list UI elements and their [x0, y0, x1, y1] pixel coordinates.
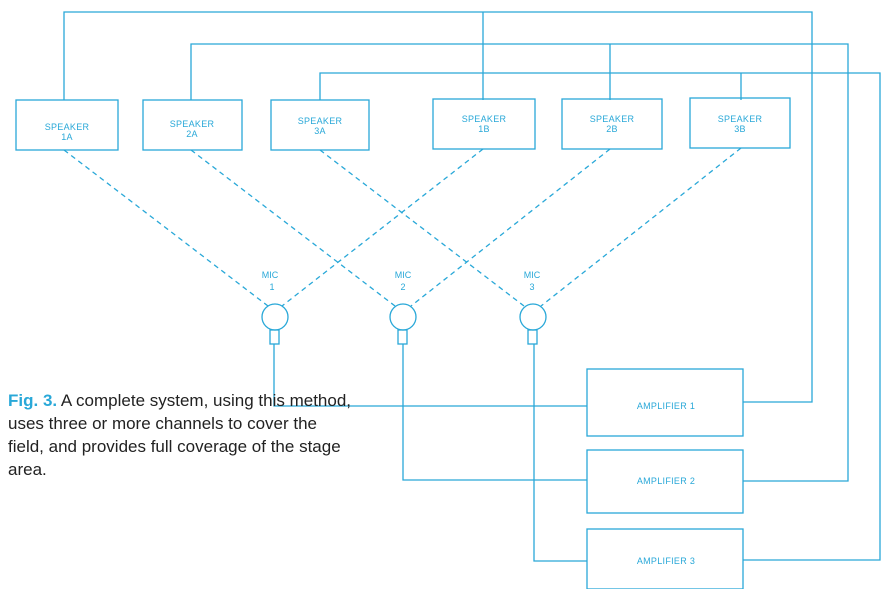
speaker-box-2b [561, 98, 663, 150]
speaker-box-1b [432, 98, 536, 150]
mic-2-label-line2: 2 [400, 282, 405, 292]
feed-line-amp3 [319, 72, 881, 561]
amplifier-1-label: AMPLIFIER 1 [637, 401, 695, 411]
mic-3-icon [519, 303, 547, 345]
mic2-to-amp2-line [402, 344, 587, 481]
speaker-3b-label-line2: 3B [734, 124, 746, 134]
speaker-3a-label-line1: SPEAKER [298, 116, 343, 126]
speaker-1a-label-line2: 1A [61, 132, 73, 142]
amplifier-box-1 [586, 368, 744, 437]
amplifier-2-label: AMPLIFIER 2 [637, 476, 695, 486]
speaker-2a-label-line2: 2A [186, 129, 198, 139]
mic-1-label-line1: MIC [262, 270, 279, 280]
mic-3-label-line1: MIC [524, 270, 541, 280]
speaker-box-1a [15, 99, 119, 151]
amplifier-3-label: AMPLIFIER 3 [637, 556, 695, 566]
speaker-1b-label-line1: SPEAKER [462, 114, 507, 124]
speaker-2a-label-line1: SPEAKER [170, 119, 215, 129]
speaker-box-2a [142, 99, 243, 151]
figure-number: Fig. 3. [8, 391, 58, 410]
speaker-1b-label-line2: 1B [478, 124, 490, 134]
speaker-3b-label-line1: SPEAKER [718, 114, 763, 124]
mic1-to-amp1-line [273, 344, 587, 407]
feed-line-amp2 [190, 43, 849, 482]
figure-caption-text: A complete system, using this method, us… [8, 391, 352, 479]
speaker-2b-label-line1: SPEAKER [590, 114, 635, 124]
mic-3-label-line2: 3 [529, 282, 534, 292]
coverage-lines [63, 147, 742, 307]
mic-2-icon [389, 303, 417, 345]
figure-caption: Fig. 3. A complete system, using this me… [8, 389, 353, 481]
amplifier-box-2 [586, 449, 744, 514]
speaker-1a-label-line1: SPEAKER [45, 122, 90, 132]
amplifier-box-3 [586, 528, 744, 589]
speaker-2b-label-line2: 2B [606, 124, 618, 134]
mic-1-icon [261, 303, 289, 345]
mic-1-label-line2: 1 [269, 282, 274, 292]
feed-line-amp1 [63, 11, 813, 403]
mic3-to-amp3-line [533, 344, 587, 562]
speaker-3a-label-line2: 3A [314, 126, 326, 136]
mic-2-label-line1: MIC [395, 270, 412, 280]
